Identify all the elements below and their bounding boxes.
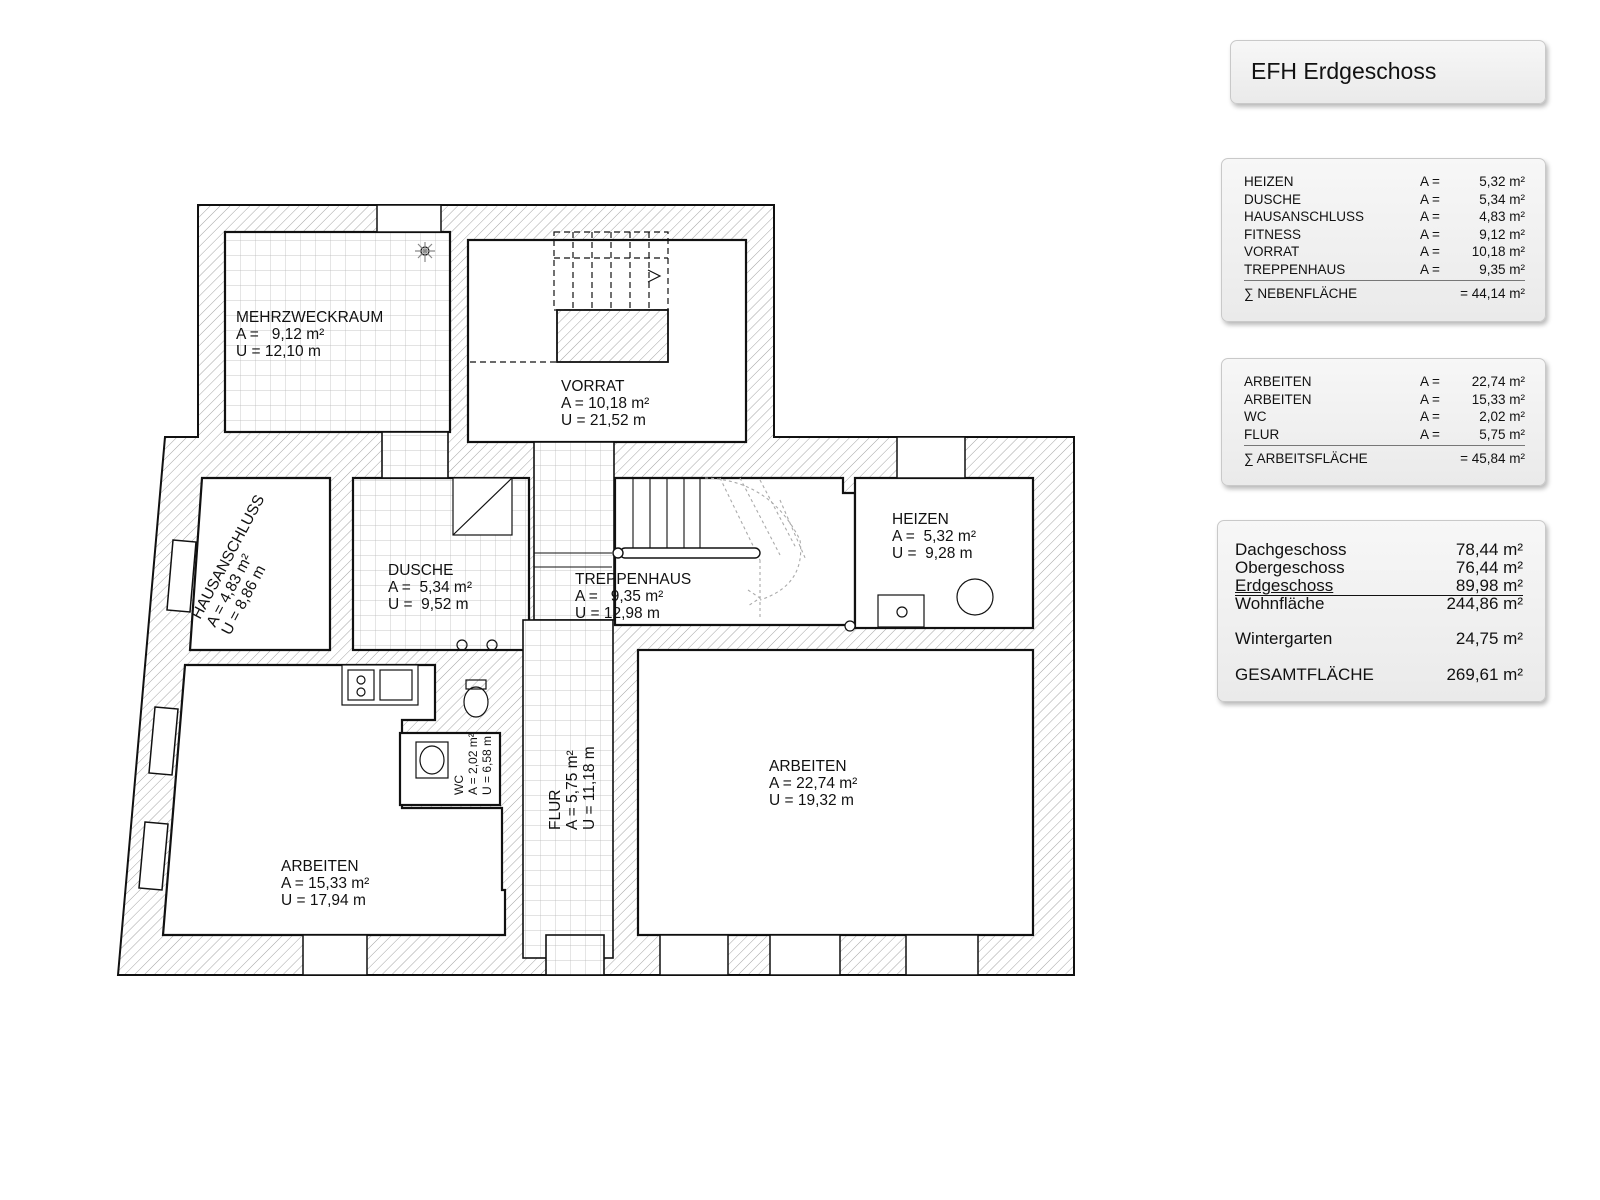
svg-text:U = 9,28 m: U = 9,28 m: [892, 545, 973, 562]
label-vorrat: VORRAT: [561, 378, 625, 395]
room-interiors: [161, 230, 1035, 937]
summary-row: Wintergarten 24,75 m²: [1235, 629, 1523, 648]
floor-plan: MEHRZWECKRAUM A = 9,12 m² U = 12,10 m VO…: [116, 204, 1075, 976]
arbeit-row: ARBEITEN A = 22,74 m²: [1244, 374, 1525, 389]
arbeitsflaeche-card: ARBEITEN A = 22,74 m² ARBEITEN A = 15,33…: [1221, 358, 1546, 486]
fixtures: [341, 242, 994, 779]
svg-text:U = 11,18 m: U = 11,18 m: [581, 746, 598, 830]
label-mehrzweckraum: MEHRZWECKRAUM: [236, 309, 383, 326]
arbeit-row: WC A = 2,02 m²: [1244, 409, 1525, 424]
svg-text:A = 22,74 m²: A = 22,74 m²: [769, 775, 857, 792]
page-title: EFH Erdgeschoss: [1251, 58, 1437, 84]
arbeit-row: ARBEITEN A = 15,33 m²: [1244, 391, 1525, 407]
summary-row: Erdgeschoss 89,98 m²: [1235, 576, 1523, 595]
neben-row: TREPPENHAUS A = 9,35 m²: [1244, 261, 1525, 277]
svg-text:A = 5,75 m²: A = 5,75 m²: [564, 750, 581, 830]
svg-text:A = 5,32 m²: A = 5,32 m²: [892, 528, 976, 545]
label-arbeiten-small: ARBEITEN: [281, 858, 359, 875]
svg-text:A = 10,18 m²: A = 10,18 m²: [561, 395, 649, 412]
divider: [1244, 280, 1525, 281]
arbeit-total: ∑ ARBEITSFLÄCHE = 45,84 m²: [1244, 451, 1525, 466]
svg-text:A = 9,35 m²: A = 9,35 m²: [575, 588, 663, 605]
windows: [138, 204, 979, 976]
label-treppenhaus: TREPPENHAUS: [575, 571, 691, 588]
label-arbeiten-large: ARBEITEN: [769, 758, 847, 775]
svg-text:U = 19,32 m: U = 19,32 m: [769, 792, 854, 809]
svg-text:U = 12,98 m: U = 12,98 m: [575, 605, 660, 622]
svg-text:A = 2,02 m²: A = 2,02 m²: [466, 733, 480, 795]
neben-total: ∑ NEBENFLÄCHE = 44,14 m²: [1244, 286, 1525, 301]
title-card: EFH Erdgeschoss: [1230, 40, 1546, 104]
boiler: [877, 594, 925, 628]
svg-text:U = 17,94 m: U = 17,94 m: [281, 892, 366, 909]
neben-row: HAUSANSCHLUSS A = 4,83 m²: [1244, 209, 1525, 224]
wash-basin: [419, 745, 445, 775]
tank: [956, 578, 994, 616]
svg-text:U = 6,58 m: U = 6,58 m: [480, 736, 494, 795]
staircase-main: [534, 477, 807, 620]
nebenflaeche-card: HEIZEN A = 5,32 m² DUSCHE A = 5,34 m² HA…: [1221, 158, 1546, 322]
svg-text:U = 12,10 m: U = 12,10 m: [236, 343, 321, 360]
summary-underline: [1235, 595, 1523, 596]
label-heizen: HEIZEN: [892, 511, 949, 528]
summary-card: Dachgeschoss 78,44 m² Obergeschoss 76,44…: [1217, 520, 1546, 702]
neben-row: FITNESS A = 9,12 m²: [1244, 226, 1525, 242]
arbeit-row: FLUR A = 5,75 m²: [1244, 426, 1525, 442]
svg-text:A = 15,33 m²: A = 15,33 m²: [281, 875, 369, 892]
divider: [1244, 445, 1525, 446]
summary-row: Wohnfläche 244,86 m²: [1235, 594, 1523, 613]
summary-row: Obergeschoss 76,44 m²: [1235, 558, 1523, 577]
svg-text:A = 5,34 m²: A = 5,34 m²: [388, 579, 472, 596]
label-wc: WC: [452, 775, 466, 795]
neben-row: VORRAT A = 10,18 m²: [1244, 244, 1525, 259]
toilet: [463, 686, 489, 718]
staircase-upper: [470, 231, 669, 363]
summary-total: GESAMTFLÄCHE 269,61 m²: [1235, 665, 1523, 684]
corridors: [381, 431, 615, 976]
label-flur: FLUR: [547, 790, 564, 830]
neben-row: DUSCHE A = 5,34 m²: [1244, 191, 1525, 207]
neben-row: HEIZEN A = 5,32 m²: [1244, 174, 1525, 189]
svg-text:U = 9,52 m: U = 9,52 m: [388, 596, 469, 613]
label-dusche: DUSCHE: [388, 562, 453, 579]
summary-row: Dachgeschoss 78,44 m²: [1235, 540, 1523, 559]
svg-text:U = 21,52 m: U = 21,52 m: [561, 412, 646, 429]
svg-text:A = 9,12 m²: A = 9,12 m²: [236, 326, 324, 343]
